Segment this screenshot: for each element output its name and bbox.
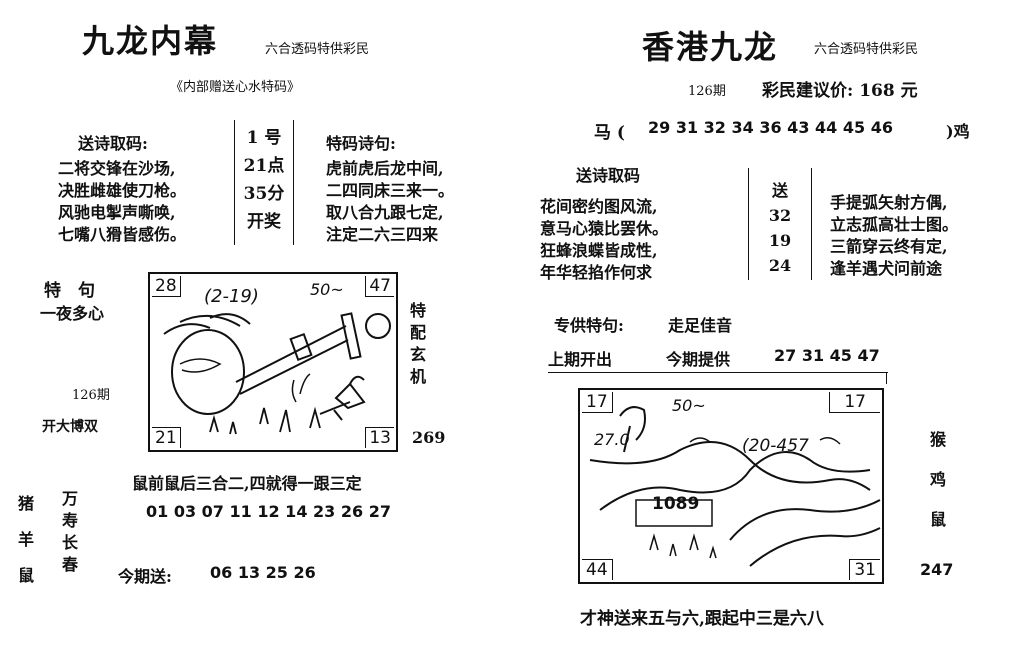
right-picture: 17 17 44 31 (20-457 50~ 27.0 1089 xyxy=(578,388,884,584)
left-tema: 虎前虎后龙中间, 二四同床三来一。 取八合九跟七定, 注定二六三四来 xyxy=(326,158,454,246)
picture-scribble: 50~ xyxy=(672,396,706,415)
picture-corner-number: 17 xyxy=(582,392,613,413)
picture-corner-number: 13 xyxy=(365,427,394,448)
left-teju-text: 一夜多心 xyxy=(40,304,105,323)
right-poem-line: 花间密约图风流, xyxy=(540,197,658,216)
left-animals: 猪羊鼠 xyxy=(17,494,34,585)
left-draw-box xyxy=(234,120,294,245)
right-animals: 猴鸡鼠 xyxy=(929,430,946,529)
picture-corner-number: 31 xyxy=(849,559,880,580)
picture-scribble: 50~ xyxy=(310,280,344,299)
right-poem-line: 意马心猿比罢休。 xyxy=(540,219,669,238)
picture-scribble: 27.0 xyxy=(594,430,630,449)
left-tema-line: 二四同床三来一。 xyxy=(326,181,455,200)
right-issue: 126期 xyxy=(688,84,726,99)
left-peixuan-number: 269 xyxy=(412,428,446,447)
right-box-line: 24 xyxy=(768,256,792,275)
right-poem2: 手提弧矢射方偶, 立志孤高壮士图。 三箭穿云终有定, 逢羊遇犬问前途 xyxy=(830,192,958,280)
picture-corner-number: 17 xyxy=(829,392,880,413)
right-horse-numbers: 29 31 32 34 36 43 44 45 46 xyxy=(648,118,893,137)
picture-corner-number: 28 xyxy=(152,276,181,297)
left-kai-text: 开大博双 xyxy=(42,419,98,435)
sketch-drawing xyxy=(163,312,391,435)
right-special-label: 专供特句: xyxy=(554,316,624,335)
left-title: 九龙内幕 xyxy=(82,22,219,60)
picture-scribble: (20-457 xyxy=(742,436,809,456)
left-send-label: 今期送: xyxy=(118,567,172,586)
left-poem-line: 七嘴八猾皆感伤。 xyxy=(58,225,187,244)
right-box-line: 送 xyxy=(771,181,788,200)
right-special-text: 走足佳音 xyxy=(668,316,733,335)
right-poem-line: 年华轻掐作何求 xyxy=(540,263,653,282)
left-tema-line: 虎前虎后龙中间, xyxy=(326,159,444,178)
left-issue: 126期 xyxy=(72,388,110,403)
left-box-line: 21点 xyxy=(243,156,285,176)
left-poem-line: 风驰电掣声嘶唤, xyxy=(58,203,176,222)
right-bottom-line: 才神送来五与六,跟起中三是六八 xyxy=(580,609,824,629)
right-title: 香港九龙 xyxy=(642,28,779,66)
right-box-line: 19 xyxy=(768,231,792,250)
picture-corner-number: 47 xyxy=(365,276,394,297)
left-teju-label: 特 句 xyxy=(44,281,95,301)
right-box-line: 32 xyxy=(768,206,792,225)
picture-scribble: 1089 xyxy=(652,494,700,514)
left-wanshou: 万寿长春 xyxy=(61,489,78,574)
left-note: 《内部赠送心水特码》 xyxy=(170,80,301,95)
left-tema-label: 特码诗句: xyxy=(326,134,396,153)
left-numbers: 01 03 07 11 12 14 23 26 27 xyxy=(146,502,391,521)
picture-corner-number: 21 xyxy=(152,427,181,448)
right-poem2-line: 三箭穿云终有定, xyxy=(830,237,948,256)
right-poem-line: 狂蜂浪蝶皆成性, xyxy=(540,241,658,260)
right-poem2-line: 逢羊遇犬问前途 xyxy=(830,259,943,278)
left-box-line: 开奖 xyxy=(247,212,281,232)
right-draw-box xyxy=(748,168,812,280)
left-box-line: 35分 xyxy=(243,184,285,204)
left-poem: 二将交锋在沙场, 决胜雌雄使刀枪。 风驰电掣声嘶唤, 七嘴八猾皆感伤。 xyxy=(58,158,186,246)
right-horse-label: 马 ( xyxy=(594,123,625,143)
divider-line xyxy=(548,372,888,373)
left-box-line: 1 号 xyxy=(246,128,282,148)
right-animals-number: 247 xyxy=(920,560,954,579)
sketch-drawing xyxy=(589,406,881,567)
left-rat-line: 鼠前鼠后三合二,四就得一跟三定 xyxy=(132,474,362,493)
left-send-numbers: 06 13 25 26 xyxy=(210,563,316,582)
left-poem-label: 送诗取码: xyxy=(78,134,148,153)
right-price: 彩民建议价: 168 元 xyxy=(762,81,918,101)
picture-scribble: (2-19) xyxy=(204,286,259,307)
left-tema-line: 取八合九跟七定, xyxy=(326,203,444,222)
left-poem-line: 二将交锋在沙场, xyxy=(58,159,176,178)
picture-corner-number: 44 xyxy=(582,559,613,580)
right-today-numbers: 27 31 45 47 xyxy=(774,346,880,365)
right-poem-label: 送诗取码 xyxy=(576,166,641,185)
left-picture: 28 47 21 13 (2-19) 50~ xyxy=(148,272,398,452)
divider-line xyxy=(886,372,887,384)
right-horse-end: )鸡 xyxy=(946,122,970,141)
right-subtitle: 六合透码特供彩民 xyxy=(814,42,919,57)
left-peixuan: 特配玄机 xyxy=(409,301,426,386)
right-poem2-line: 手提弧矢射方偶, xyxy=(830,193,948,212)
right-last-label: 上期开出 xyxy=(548,350,613,369)
left-tema-line: 注定二六三四来 xyxy=(326,225,439,244)
right-today-label: 今期提供 xyxy=(666,350,731,369)
right-box-text: 送 32 19 24 xyxy=(752,178,808,278)
left-poem-line: 决胜雌雄使刀枪。 xyxy=(58,181,187,200)
right-poem: 花间密约图风流, 意马心猿比罢休。 狂蜂浪蝶皆成性, 年华轻掐作何求 xyxy=(540,196,668,284)
left-box-text: 1 号 21点 35分 开奖 xyxy=(238,124,290,236)
left-subtitle: 六合透码特供彩民 xyxy=(265,42,370,57)
right-poem2-line: 立志孤高壮士图。 xyxy=(830,215,959,234)
